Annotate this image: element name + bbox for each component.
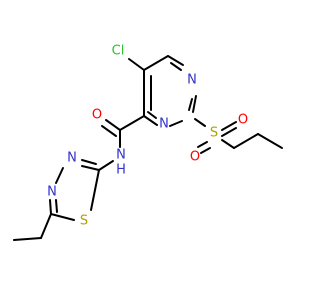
bond-n-cthiadiazole xyxy=(98,160,114,171)
bond-camide-o xyxy=(105,119,121,131)
bond-s-o-down-double xyxy=(200,147,211,154)
bond-n4-c5-double xyxy=(55,199,58,213)
amide-hydrogen-label: H xyxy=(116,163,126,178)
amide-oxygen-label: O xyxy=(92,108,102,123)
bond-s-o-right xyxy=(221,121,237,131)
bond-ch2-ch3 xyxy=(257,133,283,149)
chlorine-label: Cl xyxy=(112,44,125,59)
bond-c4-camide xyxy=(119,115,145,131)
bond-s-ch2 xyxy=(221,139,235,149)
bond-c2-s xyxy=(194,118,206,127)
pyrimidine-n3-label: N xyxy=(159,117,169,132)
bond-n3-c4 xyxy=(143,115,158,126)
thiadiazole-n3-label: N xyxy=(67,151,77,166)
bond-n1-c2 xyxy=(192,95,197,113)
bond-c2-n3-thia xyxy=(81,165,100,171)
bond-c5-c6 xyxy=(143,55,169,71)
bond-s-o-right-double xyxy=(221,127,237,137)
bond-c5-cl xyxy=(128,58,145,71)
bond-n3-n4 xyxy=(55,167,64,184)
bond-ch2-ch3-ethyl xyxy=(13,237,42,241)
bond-c5-ch2 xyxy=(40,213,52,239)
bond-c5-s xyxy=(50,213,75,221)
bond-c6-n1 xyxy=(167,55,184,66)
bond-camide-o-double xyxy=(101,125,117,137)
bond-n4-c5 xyxy=(49,199,52,215)
molecule-structure: Cl N N O N H S O O N N S xyxy=(13,43,283,241)
bond-c2-n3 xyxy=(169,120,183,127)
bond-n1-c2-inner xyxy=(188,98,193,111)
thiadiazole-ring xyxy=(49,159,100,221)
pyrimidine-n1-label: N xyxy=(187,73,197,88)
bond-s-c2 xyxy=(90,169,100,211)
bond-c2-n3-thia-double xyxy=(81,159,97,165)
bond-ch2-ch2 xyxy=(233,133,259,149)
sulfonyl-oxygen-down-label: O xyxy=(190,150,200,165)
bond-s-o-down xyxy=(197,141,208,148)
pyrimidine-ring xyxy=(143,55,197,127)
amide-group xyxy=(98,115,145,171)
bond-c6-n1-inner xyxy=(170,62,182,71)
sulfonyl-sulfur-label: S xyxy=(210,126,218,141)
sulfonyl-oxygen-right-label: O xyxy=(238,113,248,128)
thiadiazole-sulfur-label: S xyxy=(80,214,88,229)
bond-n3-c4-inner xyxy=(147,111,157,119)
propylsulfonyl-group xyxy=(194,118,283,154)
amide-nitrogen-label: N xyxy=(116,148,126,163)
thiadiazole-n4-label: N xyxy=(47,185,57,200)
ethyl-group xyxy=(13,213,52,241)
